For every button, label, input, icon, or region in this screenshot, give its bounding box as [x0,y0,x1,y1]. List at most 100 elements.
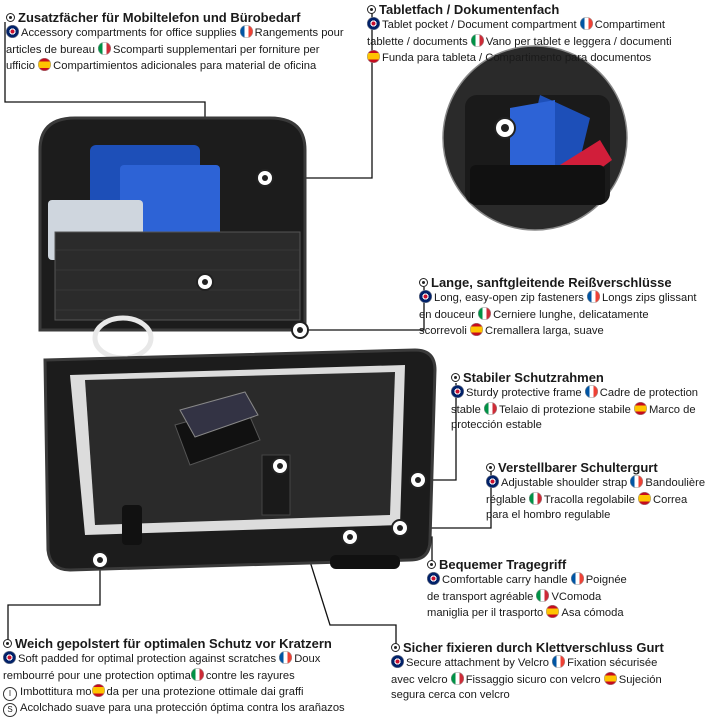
callout-text: Cremallera larga, suave [484,325,604,338]
callout-line: scorrevoli Cremallera larga, suave [419,323,717,340]
callout-title: Zusatzfächer für Mobiltelefon und Bürobe… [6,10,361,25]
flag-it-icon [98,41,112,55]
callout-title-text: Weich gepolstert für optimalen Schutz vo… [15,636,332,651]
callout-text: Sturdy protective frame [466,387,585,399]
callout-text: VComoda [551,590,602,603]
flag-uk-icon [391,655,404,668]
callout-title: Verstellbarer Schultergurt [486,460,716,475]
flag-fr-icon [579,17,593,30]
flag-es-icon [546,605,560,619]
callout-text: protección estable [451,419,542,432]
callout-body: Sturdy protective frame Cadre de protect… [451,385,717,434]
flag-es-icon [91,684,105,698]
callout-title: Tabletfach / Dokumentenfach [367,2,717,17]
callout-text: tablette / documents [367,35,471,48]
flag-it-icon [190,667,204,681]
flag-fr-icon [279,651,293,664]
callout-text: réglable [486,493,529,506]
callout-text: Scomparti supplementari per forniture pe… [113,43,320,56]
callout-title-text: Sicher fixieren durch Klettverschluss Gu… [403,640,664,655]
callout-text: segura cerca con velcro [391,689,510,702]
bullet-dot-icon [3,639,12,648]
callout-line: Secure attachment by Velcro Fixation séc… [391,655,717,672]
callout-text: Funda para tableta / Compartimento para … [382,52,652,65]
callout-line: Adjustable shoulder strap Bandoulière [486,475,716,492]
bag-lid [38,116,309,361]
bullet-dot-icon [486,463,495,472]
callout-text: Comfortable carry handle [442,574,571,586]
callout-title: Sicher fixieren durch Klettverschluss Gu… [391,640,717,655]
callout-title: Weich gepolstert für optimalen Schutz vo… [3,636,378,651]
callout-text: Fixation sécurisée [567,657,658,669]
bullet-dot-icon [419,278,428,287]
flag-es-icon [469,323,483,337]
callout-text: de transport agréable [427,590,537,603]
bullet-dot-icon [6,13,15,22]
callout-line: protección estable [451,418,717,434]
callout-text: Compartimientos adicionales para materia… [53,60,317,73]
bag-base [43,348,437,572]
callout-text: Doux [294,653,321,665]
flag-es-icon [603,671,617,685]
flag-uk-icon [3,651,16,664]
callout-line: ufficio Compartimientos adicionales para… [6,58,361,75]
callout-text: da per una protezione ottimale dai graff… [106,686,304,699]
flag-es-icon [367,50,380,64]
callout-text: Rangements pour [254,27,344,39]
leader-zip [300,287,425,331]
flag-fr-icon [587,290,600,303]
callout-line: réglable Tracolla regolabile Correa [486,491,716,509]
callout-velcro: Sicher fixieren durch Klettverschluss Gu… [391,640,717,704]
callout-text: Long, easy-open zip fasteners [434,292,587,304]
callout-text: Sujeción [618,673,662,686]
callout-body: Tablet pocket / Document compartment Com… [367,17,717,67]
callout-text: Cerniere lunghe, delicatamente [493,308,649,321]
flag-es-icon [638,491,652,505]
bullet-dot-icon [367,5,376,14]
callout-text: articles de bureau [6,43,99,56]
callout-line: stable Telaio di protezione stabile Marc… [451,401,717,419]
callout-line: de transport agréable VComoda [427,588,707,606]
flag-it-icon [483,401,497,415]
flag-it-icon [536,588,550,602]
flag-fr-icon [584,385,598,398]
callout-title: Bequemer Tragegriff [427,557,707,572]
callout-text: contre les rayures [205,669,295,682]
bullet-dot-icon [451,373,460,382]
callout-text: scorrevoli [419,325,470,338]
callout-text: Imbottitura mo [20,686,92,699]
callout-text: Acolchado suave para una protección ópti… [20,702,345,715]
callout-line: Accessory compartments for office suppli… [6,25,361,42]
callout-text: Tracolla regolabile [543,493,639,506]
flag-fr-icon [630,475,644,488]
bullet-dot-icon [427,560,436,569]
pocket-detail-circle [442,45,628,231]
callout-title: Lange, sanftgleitende Reißverschlüsse [419,275,717,290]
callout-text: Fissaggio sicuro con velcro [465,673,604,686]
flag-uk-icon [419,290,432,303]
flag-uk-icon [367,17,380,30]
callout-text: Secure attachment by Velcro [406,657,553,669]
callout-line: Soft padded for optimal protection again… [3,651,378,668]
callout-line: Sturdy protective frame Cadre de protect… [451,385,717,402]
flag-it-icon [470,33,484,47]
callout-text: Telaio di protezione stabile [498,403,634,416]
callout-text: Compartiment [594,19,666,31]
callout-title-text: Lange, sanftgleitende Reißverschlüsse [431,275,672,290]
callout-text: Accessory compartments for office suppli… [21,27,240,39]
callout-line: Long, easy-open zip fasteners Longs zips… [419,290,717,307]
callout-line: maniglia per il trasporto Asa cómoda [427,605,707,622]
callout-text: Vano per tablet e leggera / documenti [485,35,672,48]
callout-title: Stabiler Schutzrahmen [451,370,717,385]
flag-uk-icon [486,475,499,488]
callout-accessory: Zusatzfächer für Mobiltelefon und Bürobe… [6,10,361,75]
callout-body: Long, easy-open zip fasteners Longs zips… [419,290,717,340]
